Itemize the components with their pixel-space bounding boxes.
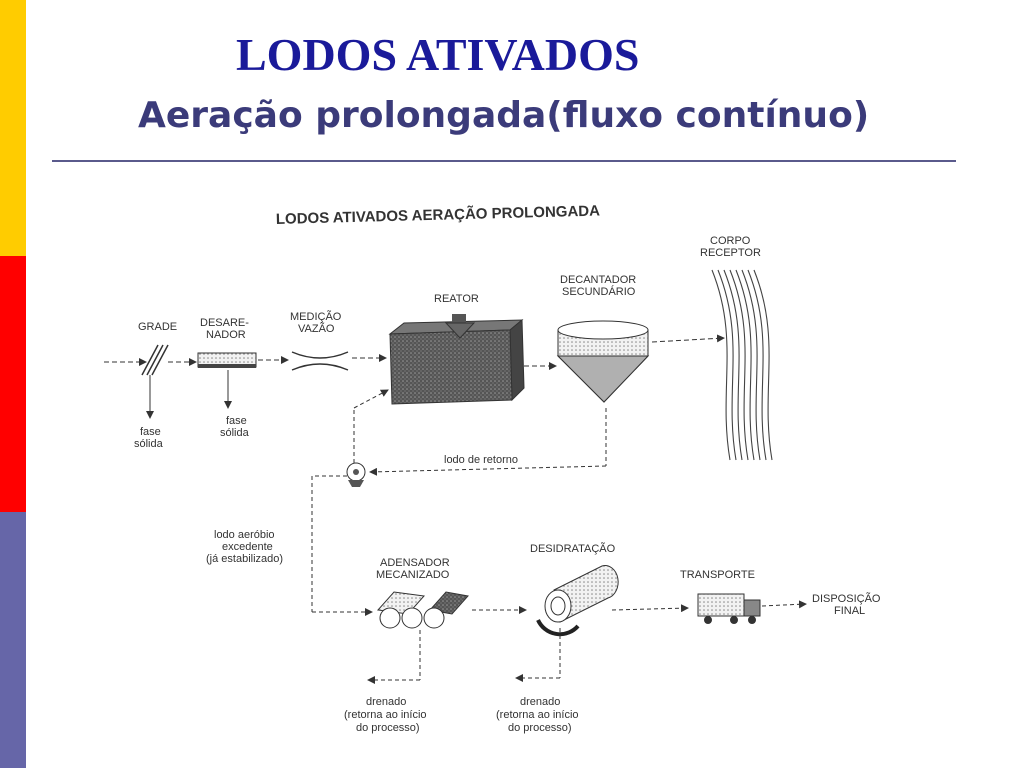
retorno-to-reator-line (353, 389, 389, 409)
transporte-to-disposicao-line (761, 600, 807, 609)
diagram-heading: LODOS ATIVADOS AERAÇÃO PROLONGADA (276, 202, 601, 228)
label-corpo-1: CORPO (710, 235, 751, 247)
decantador-tank (556, 320, 650, 403)
label-fase-grade-2: sólida (134, 438, 164, 450)
sidebar-color-bar (0, 0, 26, 768)
label-adensador-2: MECANIZADO (376, 569, 450, 581)
return-pump-icon (346, 462, 366, 487)
label-fase-desarenador-2: sólida (220, 427, 250, 439)
label-fase-grade-1: fase (140, 426, 161, 438)
label-drenado-desidratacao-1: drenado (520, 696, 560, 708)
sidebar-band-red (0, 256, 26, 512)
label-desidratacao: DESIDRATAÇÃO (530, 542, 616, 555)
river-receiving-body (711, 269, 773, 461)
slide-title: LODOS ATIVADOS (236, 29, 640, 80)
slide-subtitle: Aeração prolongada(fluxo contínuo) (138, 95, 870, 136)
decantador-to-corpo-line (651, 334, 725, 343)
label-decantador-1: DECANTADOR (560, 274, 636, 286)
label-reator: REATOR (434, 293, 479, 305)
label-desarenador-2: NADOR (206, 329, 246, 341)
process-flow-diagram: LODOS ATIVADOS AERAÇÃO PROLONGADA GRADE … (104, 202, 881, 734)
label-transporte: TRANSPORTE (680, 569, 755, 581)
flow-meter-icon (291, 351, 349, 371)
grade-screen-icon (141, 344, 169, 376)
label-adensador-1: ADENSADOR (380, 557, 450, 569)
title-divider (52, 160, 956, 162)
label-medicao-1: MEDIÇÃO (290, 310, 342, 323)
sidebar-band-blue (0, 512, 26, 768)
reator-front (389, 329, 513, 405)
aerator-icon (444, 314, 476, 339)
label-drenado-desidratacao-2: (retorna ao início (496, 709, 579, 721)
label-fase-desarenador-1: fase (226, 415, 247, 427)
label-drenado-adensador-1: drenado (366, 696, 406, 708)
truck-icon (697, 593, 761, 624)
label-disposicao-2: FINAL (834, 605, 865, 617)
label-disposicao-1: DISPOSIÇÃO (812, 592, 881, 605)
label-corpo-2: RECEPTOR (700, 247, 761, 259)
label-medicao-2: VAZÃO (298, 322, 335, 335)
retorno-horizontal-line (369, 465, 607, 476)
label-excedente-2: excedente (222, 541, 273, 553)
label-decantador-2: SECUNDÁRIO (562, 285, 636, 298)
label-grade: GRADE (138, 321, 177, 333)
label-lodo-retorno: lodo de retorno (444, 454, 518, 466)
label-excedente-3: (já estabilizado) (206, 553, 283, 565)
desidratacao-to-transporte-line (611, 604, 689, 613)
label-drenado-adensador-2: (retorna ao início (344, 709, 427, 721)
desarenador-base (198, 364, 256, 368)
label-drenado-desidratacao-3: do processo) (508, 722, 572, 734)
sidebar-band-yellow (0, 0, 26, 256)
desidratacao-drum-icon (536, 565, 619, 637)
label-desarenador-1: DESARE- (200, 317, 249, 329)
label-excedente-1: lodo aeróbio (214, 529, 275, 541)
adensador-thickener-icon (377, 591, 469, 629)
label-drenado-adensador-3: do processo) (356, 722, 420, 734)
